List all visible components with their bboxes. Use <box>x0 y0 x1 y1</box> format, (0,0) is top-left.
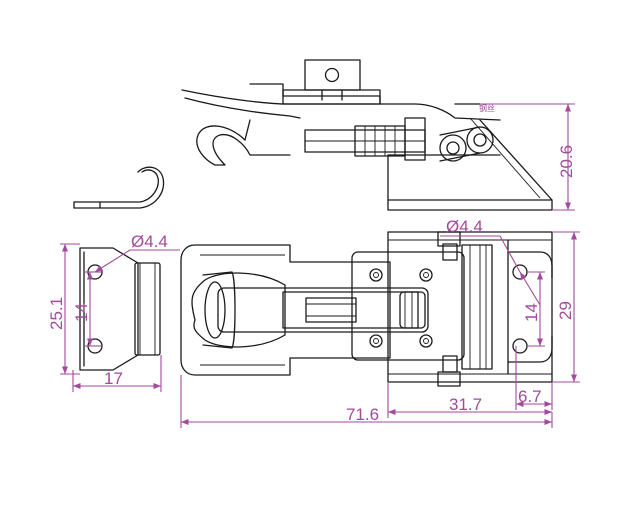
side-note-label: 钢丝 <box>479 103 495 113</box>
overall-length-label: 71.6 <box>346 405 379 424</box>
dim-left: 25.1 14 Ø4.4 17 <box>47 232 180 392</box>
latch-main <box>180 231 553 387</box>
edge-offset-label: 6.7 <box>518 387 542 406</box>
side-view <box>181 59 553 211</box>
right-spacing-label: 14 <box>522 303 541 322</box>
catch-hook <box>73 166 165 209</box>
left-spacing-label: 14 <box>72 303 91 322</box>
right-hole-dia-label: Ø4.4 <box>446 217 483 236</box>
left-width-label: 17 <box>104 369 123 388</box>
base-length-label: 31.7 <box>449 395 482 414</box>
left-height-label: 25.1 <box>47 297 66 330</box>
right-height-label: 29 <box>556 301 575 320</box>
dim-side-height: 20.6 钢丝 <box>479 103 576 211</box>
dim-right: Ø4.4 14 29 6.7 31.7 71.6 <box>180 217 580 428</box>
side-height-label: 20.6 <box>557 145 576 178</box>
catch-plate <box>79 247 161 371</box>
left-hole-dia-label: Ø4.4 <box>131 232 168 251</box>
